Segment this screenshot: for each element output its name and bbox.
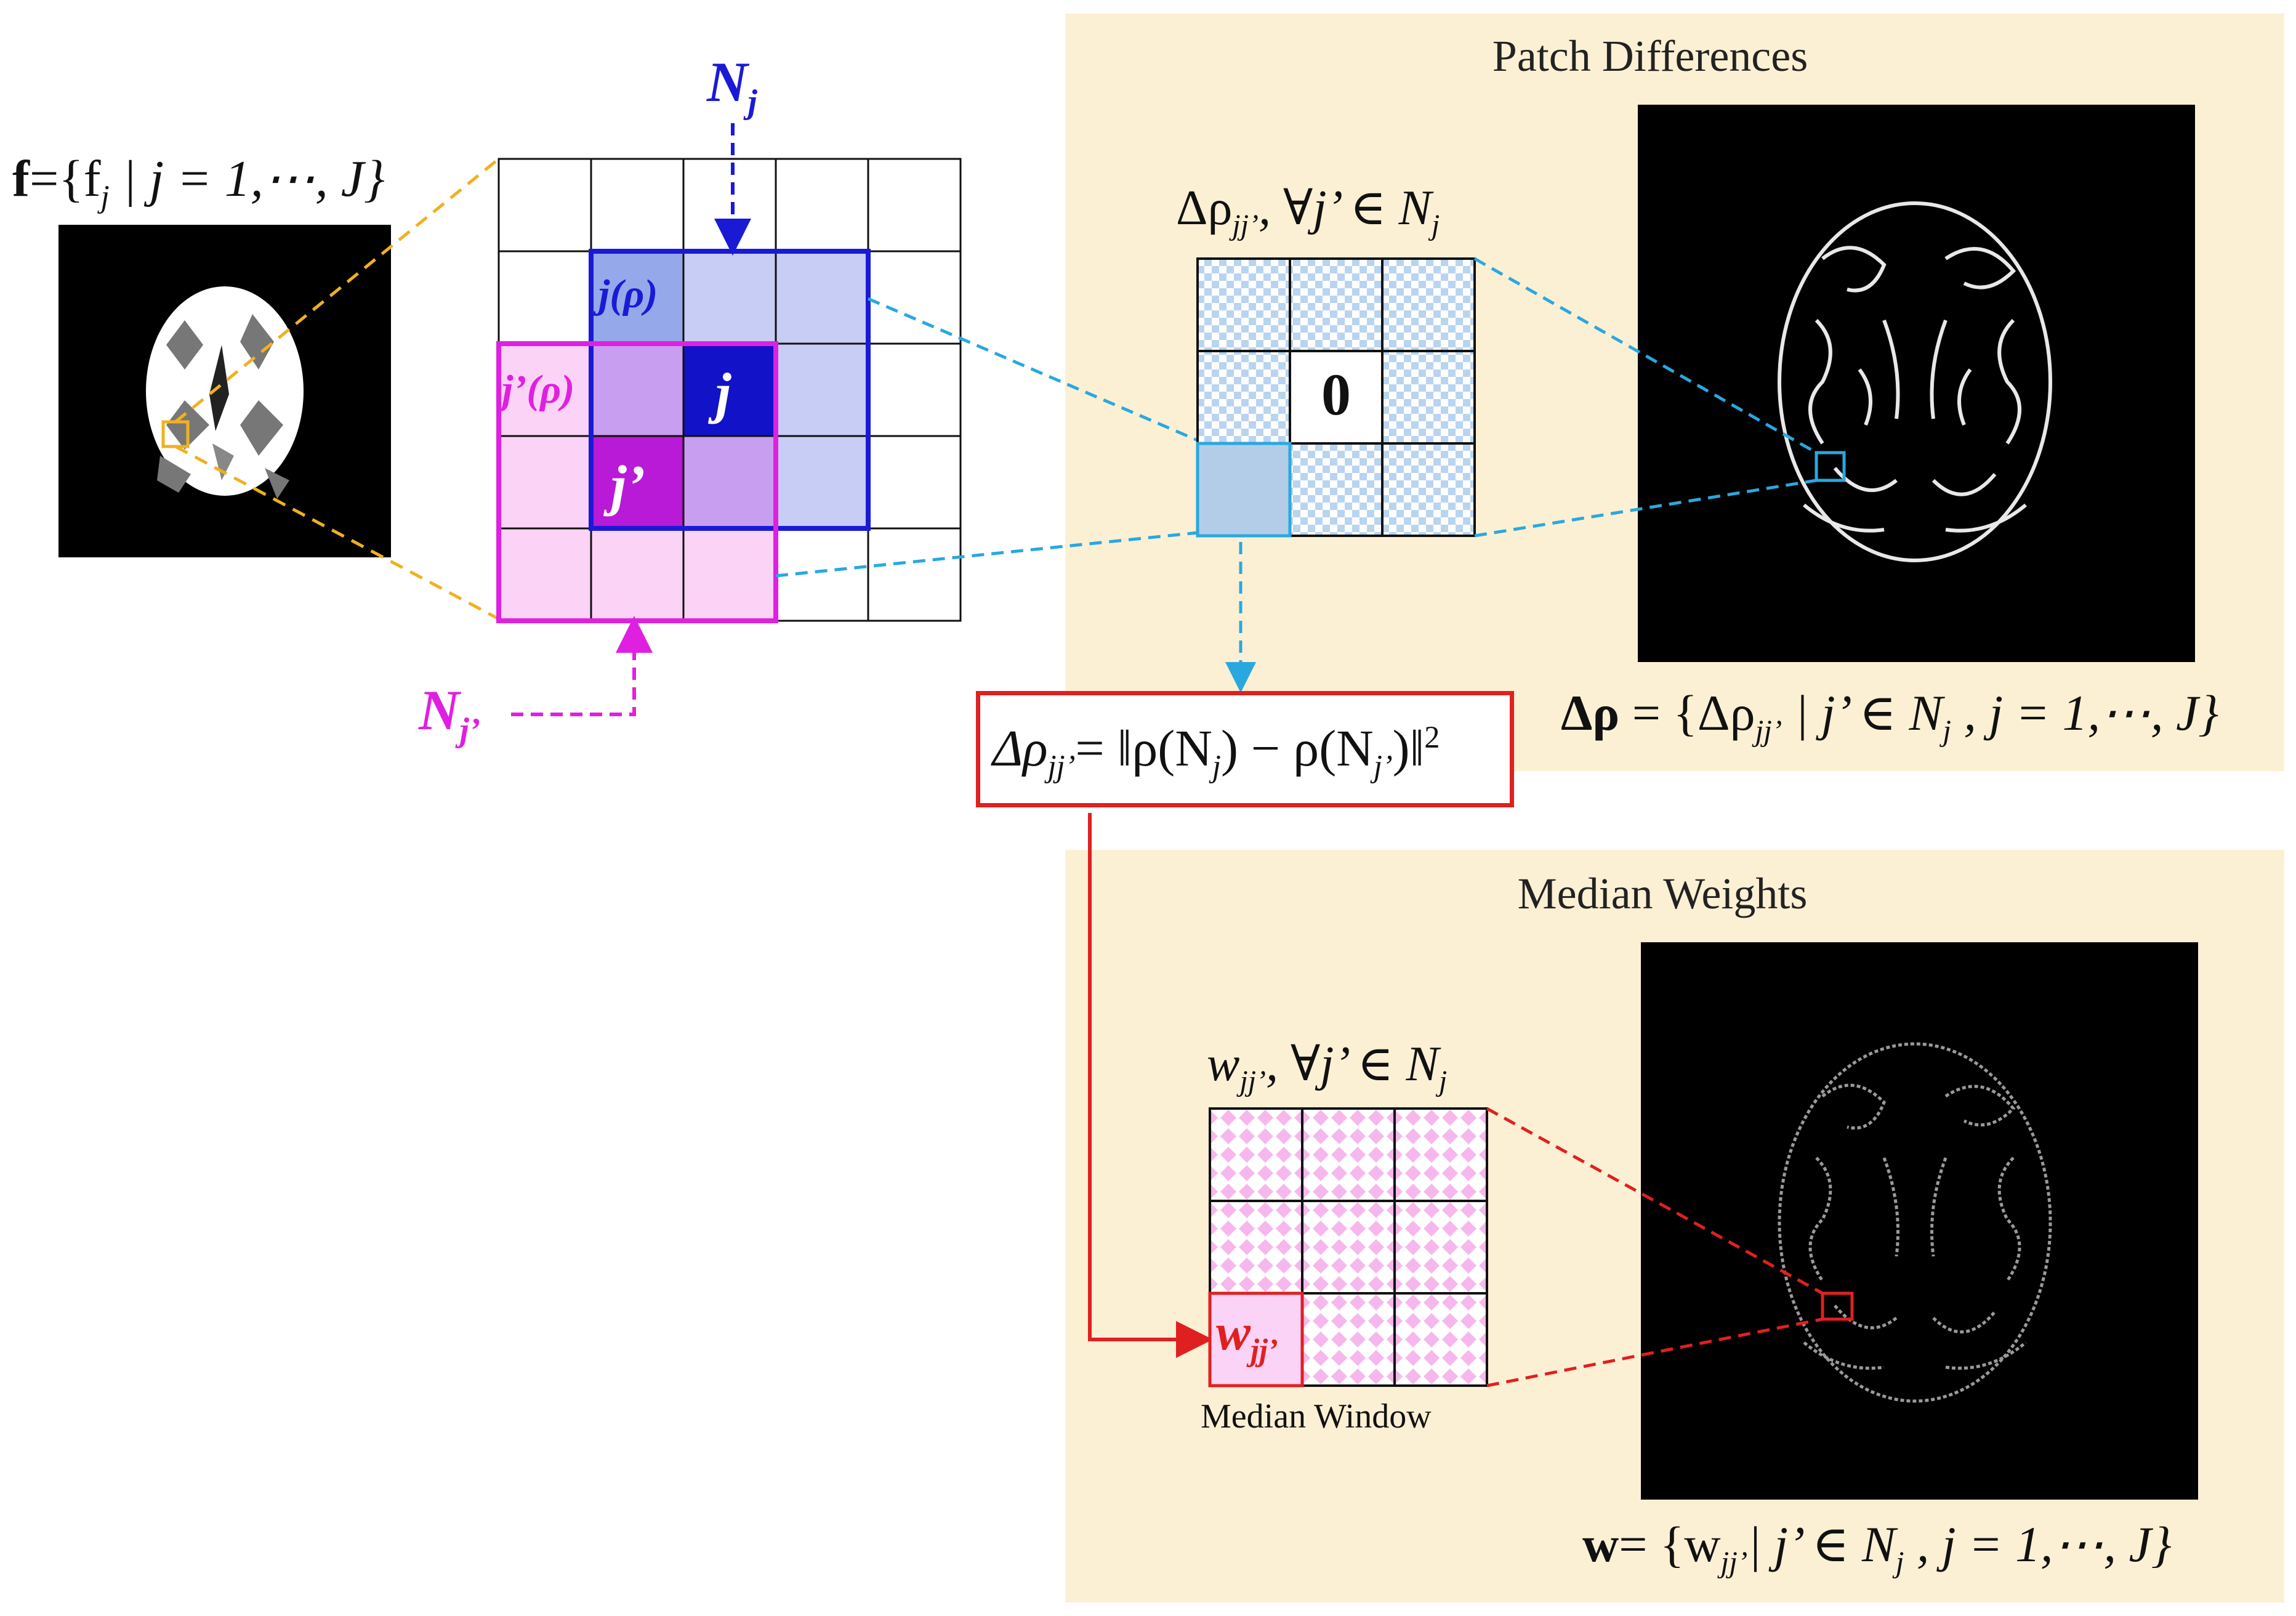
f-set-label: f={fj | j = 1,⋯, J} xyxy=(12,150,385,214)
nj-label: Nj xyxy=(707,50,757,121)
median-weights-image xyxy=(1641,942,2198,1500)
brain-thumbnail xyxy=(58,225,391,557)
patch-grid-caption: Δρjj’, ∀j’ ∈ Nj xyxy=(1176,181,1440,241)
center-zero-value: 0 xyxy=(1321,362,1351,427)
patch-differences-title: Patch Differences xyxy=(1492,31,1808,81)
cell-j: j xyxy=(715,362,731,424)
w-set-formula: w= {wjj’| j’ ∈ Nj , j = 1,⋯, J} xyxy=(1582,1516,2172,1579)
median-weights-title: Median Weights xyxy=(1517,869,1808,918)
cell-j-rho: j(ρ) xyxy=(598,272,658,317)
w-cell-label: wjj’ xyxy=(1216,1304,1278,1367)
patch-difference-image xyxy=(1638,105,2195,662)
delta-rho-set-formula: Δρ = {Δρjj’ | j’ ∈ Nj , j = 1,⋯, J} xyxy=(1561,685,2219,748)
njp-label: Nj’ xyxy=(419,679,481,749)
cell-jp: j’ xyxy=(611,454,646,517)
patch-distance-equation: Δρjj’= ‖ρ(Nj) − ρ(Nj’)‖2 xyxy=(976,691,1514,807)
cell-jp-rho: j’(ρ) xyxy=(502,367,575,412)
median-grid-caption: wjj’, ∀j’ ∈ Nj xyxy=(1207,1037,1448,1097)
patch-difference-grid xyxy=(1196,257,1476,538)
median-weights-grid xyxy=(1208,1107,1488,1388)
median-window-label: Median Window xyxy=(1201,1397,1432,1436)
